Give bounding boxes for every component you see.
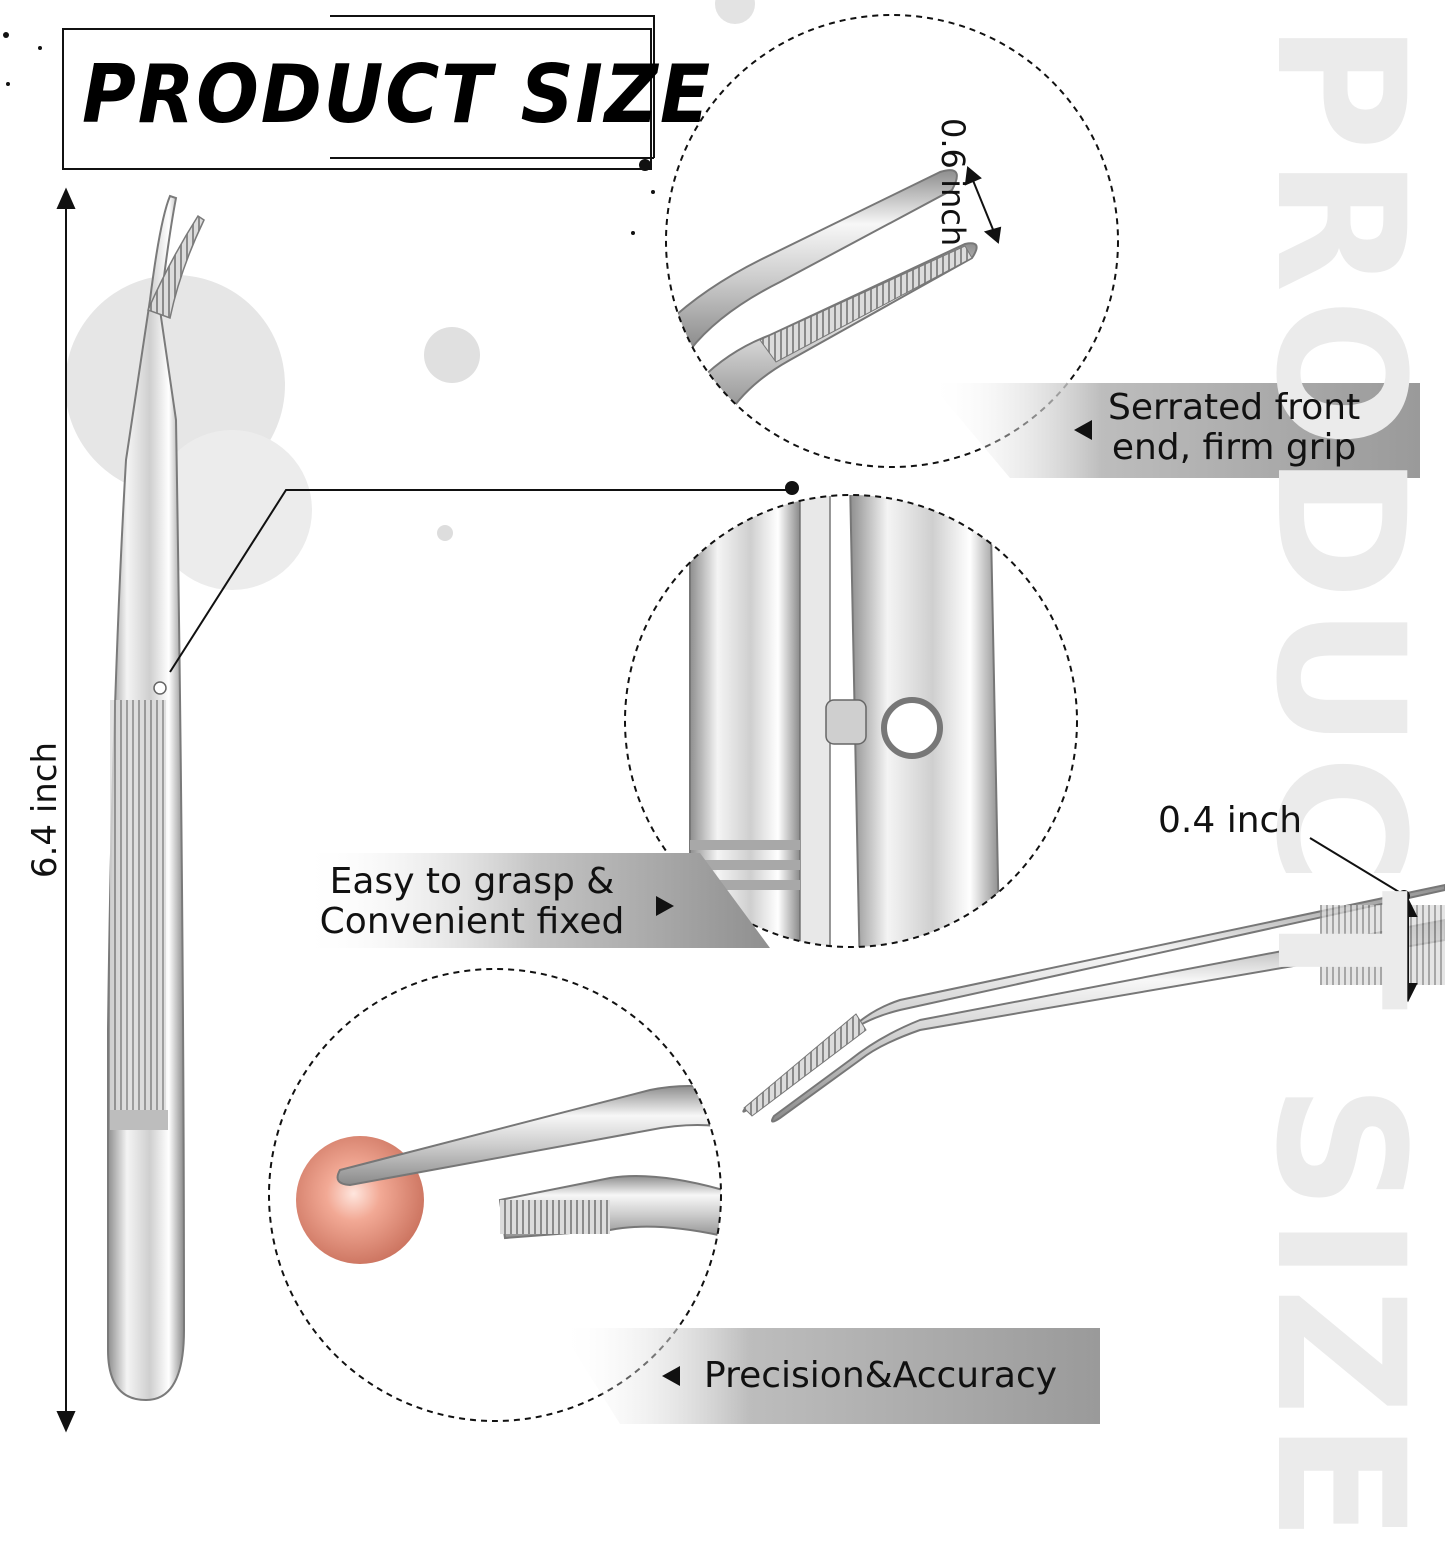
leader-line [169,489,792,673]
double-arrow-icon [964,166,1002,244]
arrow-right-icon [656,896,674,916]
page-title: PRODUCT SIZE [82,48,712,141]
handle-width-label: 0.4 inch [1158,800,1303,841]
precision-label: Precision&Accuracy [704,1355,1058,1396]
serrated-caption: Serrated front end, firm grip [1108,388,1360,468]
arrow-left-icon [662,1366,680,1386]
watermark-text-container: PRODUCT SIZE [1237,22,1442,1548]
title-box [62,28,652,170]
width-arrow [1309,837,1418,1003]
title-frame [330,15,655,159]
banner-serrated [930,383,1420,478]
precision-caption: Precision&Accuracy [704,1356,1057,1396]
banner-precision [560,1328,1100,1424]
tip-width-label: 0.6 inch [934,118,972,247]
grasp-caption: Easy to grasp & Convenient fixed [304,862,640,942]
side-tweezers [742,883,1445,1123]
product-illustration [3,0,1445,1433]
length-label: 6.4 inch [25,741,65,879]
serrated-line2: end, firm grip [1111,427,1357,468]
serrated-line1: Serrated front [1108,387,1361,428]
zoom-circle-hinge [624,494,1078,948]
zoom-circle-precision [268,968,722,1422]
length-arrow [56,187,76,1433]
title-border [62,28,652,170]
grasp-line1: Easy to grasp & [329,861,615,902]
background-circles [3,0,915,590]
banner-grasp [300,853,770,948]
main-tweezers [107,194,205,1402]
watermark-text: PRODUCT SIZE [1237,22,1442,1548]
zoom-circle-tip [665,14,1119,468]
grasp-line2: Convenient fixed [319,901,625,942]
arrow-left-icon [1074,420,1092,440]
